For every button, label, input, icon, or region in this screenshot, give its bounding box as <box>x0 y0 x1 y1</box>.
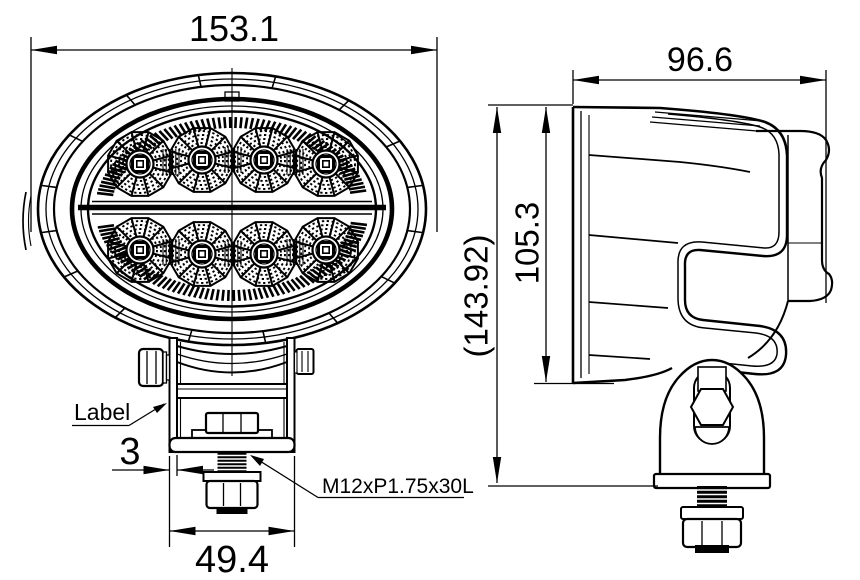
side-view <box>571 105 834 553</box>
arrowhead <box>492 107 502 133</box>
pivot-bolt-shank <box>697 366 727 392</box>
cooling-ridge-inner <box>667 113 780 367</box>
dimension-plate-thickness-3: 3 <box>112 431 214 476</box>
led-reflector <box>293 217 359 283</box>
dimension-depth-96: 96.6 <box>572 41 827 303</box>
arrowhead <box>573 75 599 85</box>
bracket-base-plate <box>168 436 296 454</box>
arrowhead <box>169 526 196 536</box>
arrowhead <box>411 45 437 55</box>
mounting-stud-side <box>680 486 744 553</box>
arrowhead <box>268 526 295 536</box>
dim-width-value: 153.1 <box>189 8 279 49</box>
housing-left-tab <box>22 191 27 251</box>
thread-spec-text: M12xP1.75x30L <box>322 475 474 498</box>
arrowhead <box>153 403 167 413</box>
arrowhead <box>541 107 551 133</box>
housing-back-bottom-edge <box>747 300 789 359</box>
housing-bottom-edge <box>572 366 673 385</box>
arrowhead <box>143 465 170 475</box>
label-callout-text: Label <box>74 399 130 425</box>
led-gap-hatch <box>224 147 242 173</box>
stud-end-cap-side <box>695 545 729 553</box>
dim-bracket-width-value: 49.4 <box>195 539 269 580</box>
housing-left-tab-inner <box>27 195 32 247</box>
dimension-width-153: 153.1 <box>30 8 438 232</box>
arrowhead <box>800 75 826 85</box>
dim-depth-value: 96.6 <box>667 41 733 79</box>
left-knob-washer-2 <box>165 354 171 381</box>
dimension-overall-height-143: (143.92) <box>458 104 658 487</box>
led-reflector <box>169 221 235 287</box>
bracket-crossbar <box>176 383 288 399</box>
dimension-body-height-105: 105.3 <box>509 107 614 385</box>
led-gap-hatch <box>286 239 304 265</box>
right-knob <box>295 348 315 375</box>
dim-plate-thickness-value: 3 <box>119 431 140 473</box>
arrowhead <box>177 465 203 475</box>
stud-nut <box>205 479 259 510</box>
lamp-housing-side <box>571 105 834 385</box>
led-reflector <box>231 221 297 287</box>
led-gap-hatch <box>162 149 180 175</box>
arrowhead <box>541 356 551 382</box>
arrowhead <box>250 455 264 466</box>
stud-washer <box>202 471 262 482</box>
cooling-ridge-outer <box>683 155 789 376</box>
led-gap-hatch <box>162 239 180 265</box>
stud-end-cap <box>216 507 248 514</box>
led-gap-hatch <box>286 149 304 175</box>
led-reflector <box>293 131 359 197</box>
bolt-head <box>204 411 260 435</box>
led-reflector <box>231 127 297 193</box>
pedestal-base <box>652 472 772 490</box>
housing-fin-lines <box>40 74 424 344</box>
callout-thread-spec: M12xP1.75x30L <box>250 455 474 499</box>
pivot-bolt-hex <box>689 388 735 426</box>
callout-label: Label <box>72 399 167 427</box>
dim-overall-height-value: (143.92) <box>458 235 495 358</box>
arrowhead <box>31 45 57 55</box>
arrowhead <box>492 457 502 483</box>
pedestal-mount-side <box>652 358 772 553</box>
stud-thread-ridges <box>217 454 247 471</box>
right-knob-washer <box>293 351 298 374</box>
stud-nut-side <box>681 517 743 549</box>
stud-washer-side <box>680 506 744 520</box>
led-reflector <box>107 131 173 197</box>
led-array <box>107 127 359 287</box>
mounting-bracket-front <box>137 337 315 514</box>
slot-end-half-round <box>694 426 730 445</box>
side-fin-lines <box>588 154 751 360</box>
dimension-bracket-width-49: 49.4 <box>168 456 296 580</box>
rear-tab <box>756 129 834 303</box>
top-fin-stack <box>649 111 763 132</box>
front-view <box>22 68 428 514</box>
dim-body-height-value: 105.3 <box>509 202 546 285</box>
bracket-left-plate <box>168 337 178 453</box>
bracket-right-plate <box>286 337 296 453</box>
left-knob <box>137 347 165 388</box>
led-gap-hatch <box>224 241 242 267</box>
mounting-stud-front <box>202 452 262 514</box>
led-reflector <box>169 127 235 193</box>
